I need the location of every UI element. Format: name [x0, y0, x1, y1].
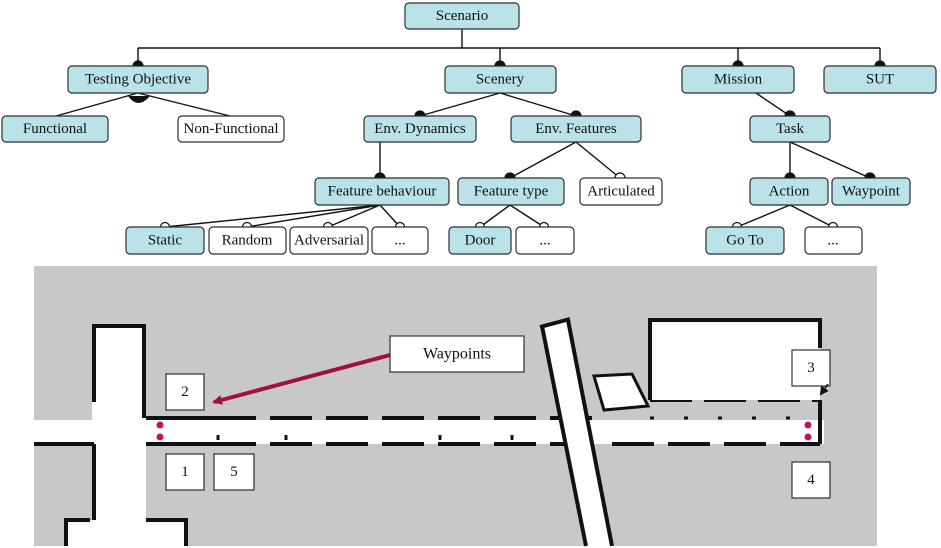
waypoint-label-3: 3 — [791, 349, 831, 387]
node-action: Action — [749, 177, 829, 206]
waypoint-label-2: 2 — [165, 373, 205, 411]
node-scenery: Scenery — [444, 65, 557, 94]
waypoints-callout: Waypoints — [212, 335, 525, 405]
node-sut: SUT — [823, 65, 937, 94]
node-non-functional-label: Non-Functional — [184, 121, 279, 137]
node-action-label: Action — [769, 184, 810, 200]
node-feature-behaviour: Feature behaviour — [314, 177, 450, 206]
node-env-features-label: Env. Features — [535, 121, 617, 137]
node-articulated: Articulated — [579, 177, 663, 206]
node-action-more: ... — [804, 226, 863, 255]
node-feature-type: Feature type — [457, 177, 565, 206]
node-env-dynamics: Env. Dynamics — [363, 115, 477, 143]
node-door-label: Door — [465, 233, 496, 249]
node-behaviour-more: ... — [371, 226, 429, 255]
waypoint-markers — [156, 421, 812, 441]
waypoint-label-4: 4 — [791, 461, 831, 499]
node-door: Door — [448, 226, 512, 255]
node-functional-label: Functional — [23, 121, 87, 137]
node-action-more-label: ... — [827, 233, 838, 249]
node-scenario: Scenario — [404, 2, 520, 30]
waypoint-label-2-text: 2 — [181, 384, 189, 400]
node-env-features: Env. Features — [510, 115, 642, 143]
node-behaviour-more-label: ... — [394, 233, 405, 249]
node-non-functional: Non-Functional — [177, 115, 285, 143]
node-scenery-label: Scenery — [476, 72, 525, 88]
node-testing-objective: Testing Objective — [67, 65, 209, 94]
node-feature-behaviour-label: Feature behaviour — [328, 184, 437, 200]
waypoint-label-5: 5 — [213, 453, 255, 491]
map-panel: Waypoints 2 1 5 3 4 — [34, 266, 877, 547]
node-static-label: Static — [148, 233, 183, 249]
map-background — [34, 266, 877, 546]
node-mission-label: Mission — [714, 72, 763, 88]
node-waypoint: Waypoint — [831, 177, 911, 206]
node-mission: Mission — [681, 65, 795, 94]
node-articulated-label: Articulated — [587, 184, 655, 200]
node-type-more-label: ... — [539, 233, 550, 249]
waypoint-label-3-text: 3 — [807, 360, 815, 376]
node-testing-objective-label: Testing Objective — [85, 72, 191, 88]
node-random-label: Random — [222, 233, 273, 249]
waypoint-label-1-text: 1 — [181, 464, 189, 480]
node-random: Random — [208, 226, 287, 255]
node-sut-label: SUT — [866, 72, 894, 88]
node-waypoint-label: Waypoint — [842, 184, 901, 200]
waypoints-callout-label: Waypoints — [423, 346, 491, 363]
node-functional: Functional — [1, 115, 109, 143]
node-static: Static — [125, 226, 205, 255]
node-adversarial: Adversarial — [289, 226, 369, 255]
node-type-more: ... — [515, 226, 575, 255]
node-task-label: Task — [776, 121, 805, 137]
waypoint-label-1: 1 — [165, 453, 205, 491]
node-go-to: Go To — [705, 226, 785, 255]
diagonal-corridor — [539, 317, 614, 547]
waypoint-label-4-text: 4 — [807, 472, 815, 488]
or-group-marker — [128, 96, 150, 103]
node-task: Task — [749, 115, 831, 143]
node-adversarial-label: Adversarial — [294, 233, 364, 249]
waypoint-label-5-text: 5 — [230, 464, 238, 480]
node-scenario-label: Scenario — [436, 8, 488, 24]
node-env-dynamics-label: Env. Dynamics — [374, 121, 466, 137]
node-feature-type-label: Feature type — [474, 184, 549, 200]
node-go-to-label: Go To — [726, 233, 763, 249]
pointer-arrow-3 — [819, 383, 829, 396]
feature-tree — [55, 29, 881, 228]
main-corridor — [34, 398, 824, 446]
